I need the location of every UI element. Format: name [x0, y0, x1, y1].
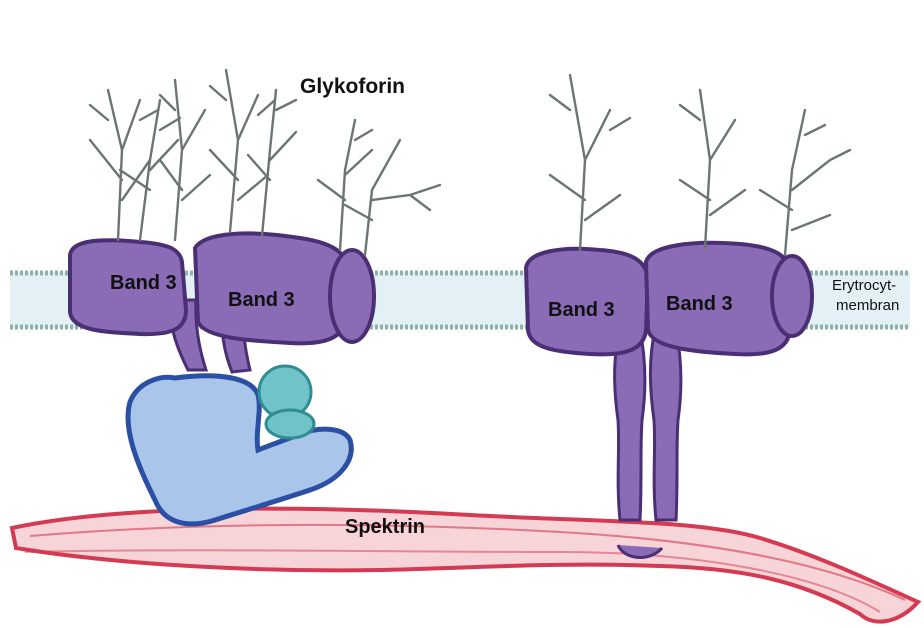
protein-4-2 [259, 366, 314, 438]
membrane-label-line1: Erytrocyt- [832, 277, 896, 294]
band3-label-right-b: Band 3 [666, 293, 733, 315]
band3-label-left-a: Band 3 [110, 272, 177, 294]
membrane-label-line2: membran [836, 297, 899, 314]
band3-label-right-a: Band 3 [548, 299, 615, 321]
glycan-trees [90, 70, 850, 255]
ankyrin [128, 376, 351, 524]
spectrin-filament [12, 509, 918, 622]
band3-complex-right [526, 243, 812, 558]
band3-label-left-b: Band 3 [228, 289, 295, 311]
spektrin-label: Spektrin [345, 516, 425, 538]
band3-complex-left [70, 233, 374, 372]
glykoforin-label: Glykoforin [300, 75, 405, 98]
